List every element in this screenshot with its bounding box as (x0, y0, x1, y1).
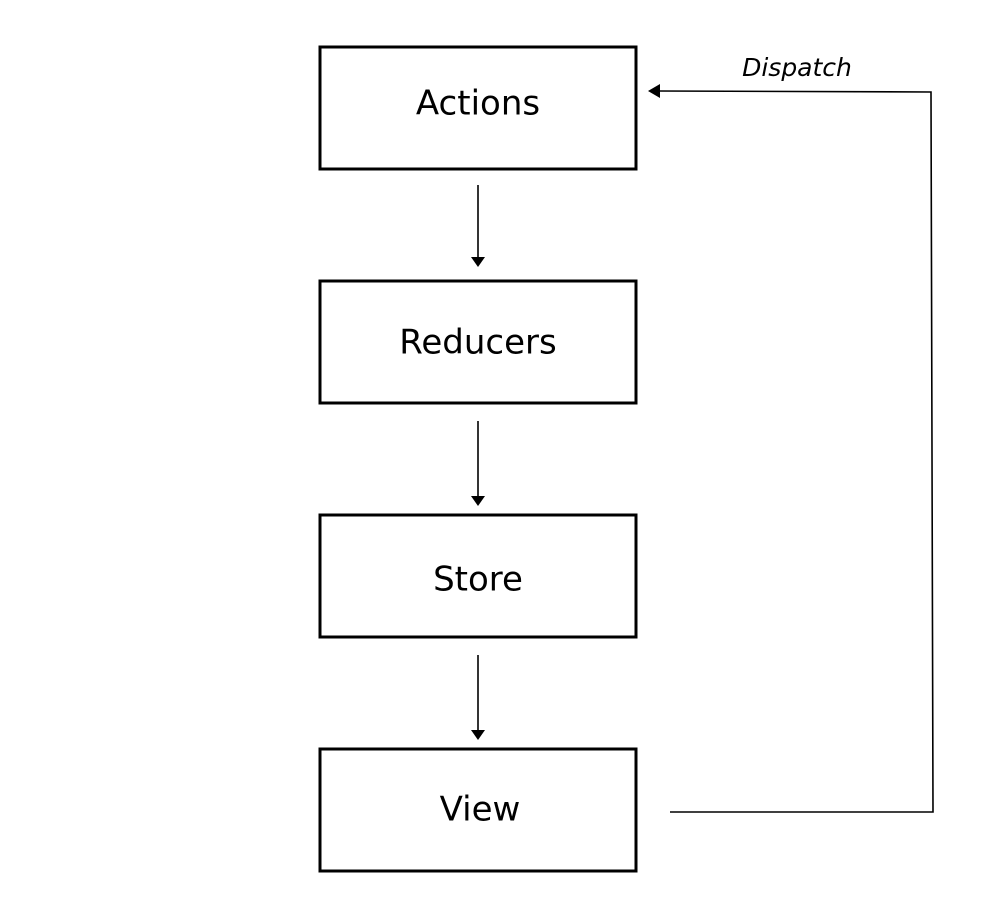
node-reducers: Reducers (318, 279, 638, 405)
node-actions-box (318, 45, 638, 171)
edge-view-to-actions-arrowhead (648, 84, 660, 98)
node-reducers-box (318, 279, 638, 405)
node-view-box (318, 747, 638, 873)
node-reducers-label: Reducers (399, 323, 556, 363)
edge-actions-to-reducers (471, 185, 485, 267)
edge-store-to-view-arrowhead (471, 730, 485, 740)
edge-store-to-view (471, 655, 485, 740)
edge-actions-to-reducers-arrowhead (471, 257, 485, 267)
node-store-label: Store (433, 560, 523, 600)
edge-view-to-actions: Dispatch (648, 53, 934, 813)
node-store: Store (318, 513, 638, 639)
node-view-label: View (440, 790, 521, 830)
edge-reducers-to-store (471, 421, 485, 506)
edge-reducers-to-store-arrowhead (471, 496, 485, 506)
dispatch-label: Dispatch (742, 53, 852, 82)
edge-view-to-actions-line (657, 90, 934, 813)
node-store-box (318, 513, 638, 639)
node-actions: Actions (318, 45, 638, 171)
node-view: View (318, 747, 638, 873)
node-actions-label: Actions (416, 84, 540, 124)
